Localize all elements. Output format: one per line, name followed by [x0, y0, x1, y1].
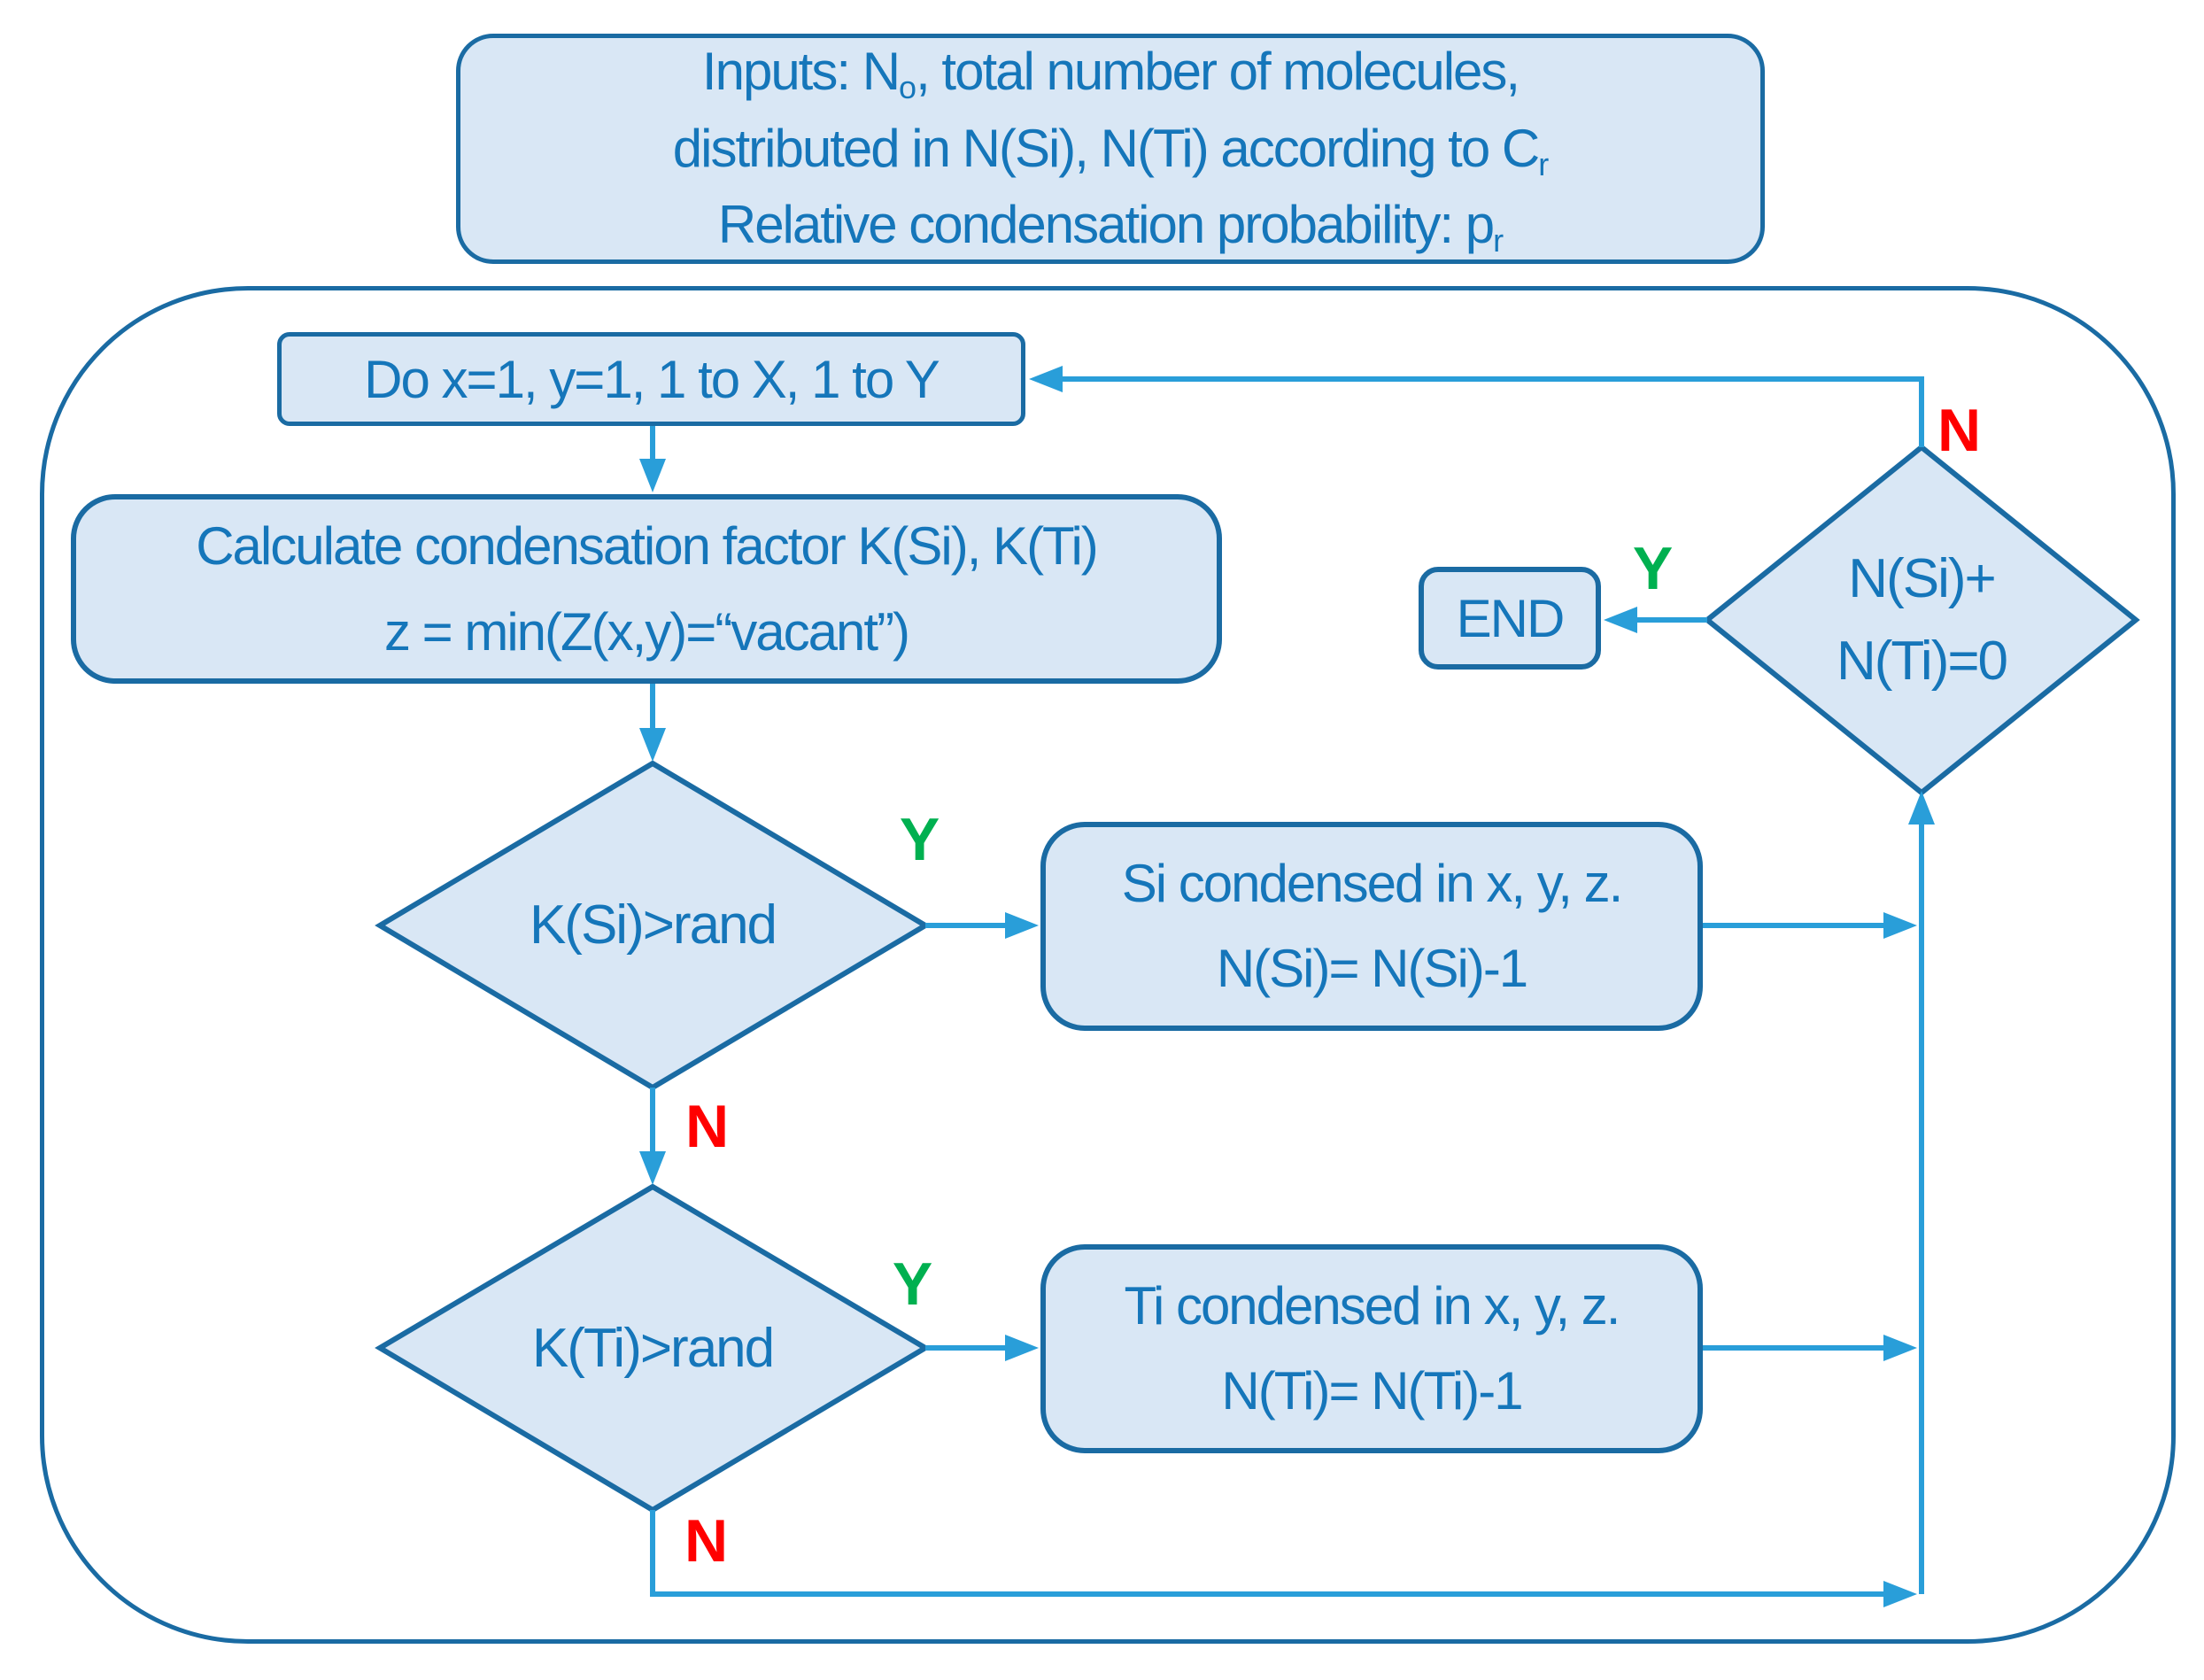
calc-line-2: z = min(Z(x,y)=“vacant”): [383, 602, 910, 662]
process-si-line-2: N(Si)= N(Si)-1: [1216, 939, 1528, 998]
decision-end-no-label: N: [1937, 397, 1981, 464]
process-si-box: Si condensed in x, y, z. N(Si)= N(Si)-1: [1040, 822, 1703, 1031]
arrow-process-si-out: [1703, 912, 1917, 939]
inputs-line-2: distributed in N(Si), N(Ti) according to…: [672, 118, 1549, 182]
decision-ti-label: K(Ti)>rand: [531, 1317, 775, 1379]
inputs-line-3: Relative condensation probability: pr: [717, 195, 1504, 259]
arrow-collector-to-decision-end: [1908, 791, 1935, 1594]
process-si-line-1: Si condensed in x, y, z.: [1121, 854, 1624, 913]
process-ti-line-2: N(Ti)= N(Ti)-1: [1221, 1361, 1523, 1421]
arrow-process-ti-out: [1703, 1335, 1917, 1361]
arrow-decision-end-no-loop: [1029, 366, 1924, 447]
decision-end-yes-label: Y: [1632, 535, 1673, 602]
decision-ti-yes-label: Y: [892, 1250, 932, 1318]
inputs-box: Inputs: No, total number of molecules, d…: [456, 34, 1765, 264]
decision-end-line-1: N(Si)+: [1848, 548, 1996, 609]
decision-end-label: N(Si)+ N(Ti)=0: [1707, 447, 2136, 793]
decision-si-label: K(Si)>rand: [529, 894, 777, 956]
arrow-decision-ti-yes: [925, 1335, 1039, 1361]
subscript: r: [1493, 222, 1504, 259]
end-box-label: END: [1456, 588, 1566, 648]
decision-si-no-label: N: [684, 1093, 729, 1160]
loop-box: Do x=1, y=1, 1 to X, 1 to Y: [277, 332, 1025, 426]
loop-box-label: Do x=1, y=1, 1 to X, 1 to Y: [364, 349, 940, 409]
decision-ti-no-label: N: [684, 1507, 728, 1575]
process-ti-line-1: Ti condensed in x, y, z.: [1124, 1276, 1621, 1335]
inputs-line-1: Inputs: No, total number of molecules,: [701, 42, 1520, 106]
arrow-decision-end-yes: [1604, 607, 1707, 633]
calc-line-1: Calculate condensation factor K(Si), K(T…: [196, 515, 1099, 576]
subscript: r: [1538, 145, 1549, 182]
process-ti-box: Ti condensed in x, y, z. N(Ti)= N(Ti)-1: [1040, 1244, 1703, 1453]
arrow-decision-ti-no-path: [650, 1510, 1917, 1607]
decision-si-yes-label: Y: [899, 806, 940, 873]
arrow-decision-si-no: [639, 1088, 666, 1185]
calc-box: Calculate condensation factor K(Si), K(T…: [71, 494, 1222, 684]
loop-container-outline: [40, 286, 2176, 1644]
subscript: o: [899, 69, 916, 106]
decision-end-line-2: N(Ti)=0: [1836, 631, 2008, 692]
arrow-loop-to-calc: [639, 426, 666, 492]
arrow-calc-to-decision-si: [639, 684, 666, 762]
arrow-decision-si-yes: [925, 912, 1039, 939]
end-box: END: [1419, 567, 1601, 670]
